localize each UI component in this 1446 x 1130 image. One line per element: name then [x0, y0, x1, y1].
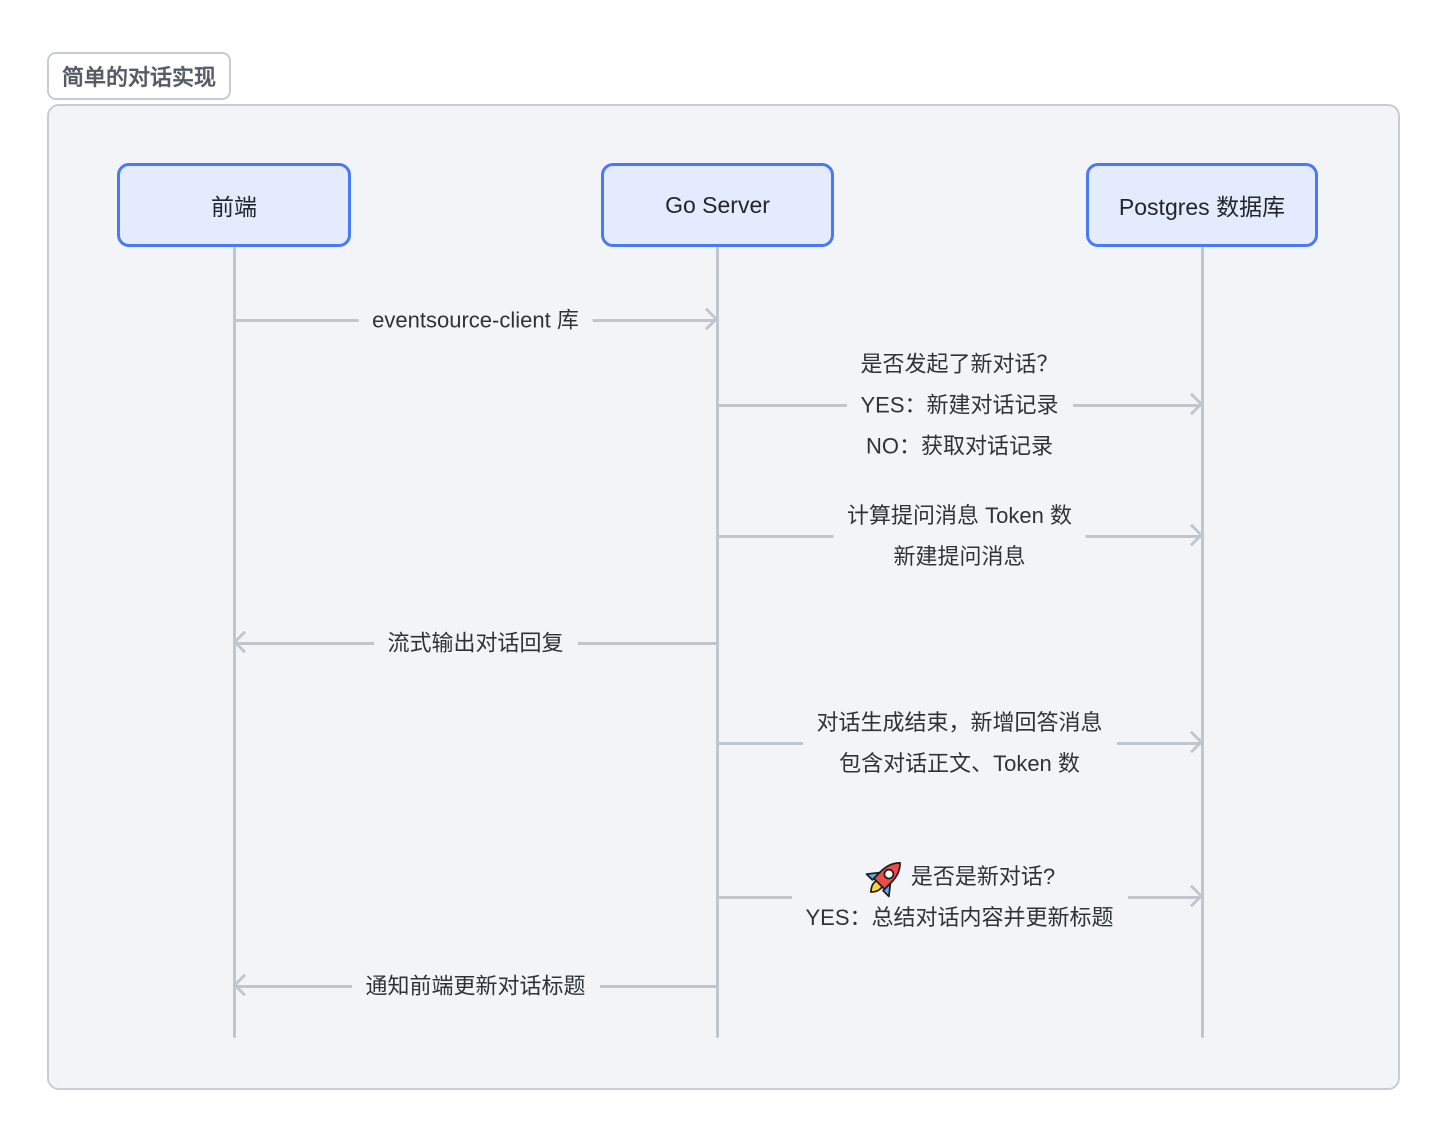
- diagram-panel: [47, 104, 1400, 1090]
- message-text: 对话生成结束，新增回答消息: [816, 710, 1103, 735]
- message-text: 流式输出对话回复: [387, 630, 564, 656]
- rocket-icon: [865, 861, 901, 897]
- actor-go-server-label: Go Server: [665, 191, 770, 218]
- diagram-title-badge: 简单的对话实现: [47, 52, 232, 100]
- message-label: eventsource-client 库: [358, 299, 593, 341]
- message-label: 是否发起了新对话？ YES：新建对话记录 NO：获取对话记录: [846, 343, 1073, 467]
- message-label: 流式输出对话回复: [373, 622, 578, 664]
- message-label: 对话生成结束，新增回答消息 包含对话正文、Token 数: [802, 702, 1117, 784]
- message-text: NO：获取对话记录: [865, 433, 1053, 459]
- message-text: eventsource-client 库: [372, 307, 579, 333]
- message-text: 新建提问消息: [893, 544, 1026, 569]
- message-text: 是否发起了新对话？: [860, 351, 1059, 377]
- message-text: 计算提问消息 Token 数: [847, 503, 1072, 528]
- actor-postgres: Postgres 数据库: [1086, 163, 1318, 247]
- actor-postgres-label: Postgres 数据库: [1118, 194, 1286, 220]
- message-text: YES：新建对话记录: [860, 392, 1059, 418]
- actor-frontend-label: 前端: [211, 194, 257, 220]
- actor-frontend: 前端: [117, 163, 351, 247]
- message-text: YES：总结对话内容并更新标题: [805, 905, 1114, 930]
- actor-go-server: Go Server: [601, 163, 834, 247]
- message-line-with-icon: 是否是新对话?: [805, 856, 1113, 897]
- diagram-title: 简单的对话实现: [62, 65, 217, 90]
- message-label: 是否是新对话? YES：总结对话内容并更新标题: [791, 856, 1128, 938]
- message-text: 通知前端更新对话标题: [365, 973, 586, 999]
- message-label: 通知前端更新对话标题: [351, 965, 600, 1007]
- lifeline-go-server: [715, 247, 719, 1038]
- message-label: 计算提问消息 Token 数 新建提问消息: [833, 495, 1086, 577]
- message-text: 包含对话正文、Token 数: [839, 751, 1080, 776]
- lifeline-postgres: [1200, 247, 1204, 1038]
- message-text: 是否是新对话?: [910, 864, 1056, 889]
